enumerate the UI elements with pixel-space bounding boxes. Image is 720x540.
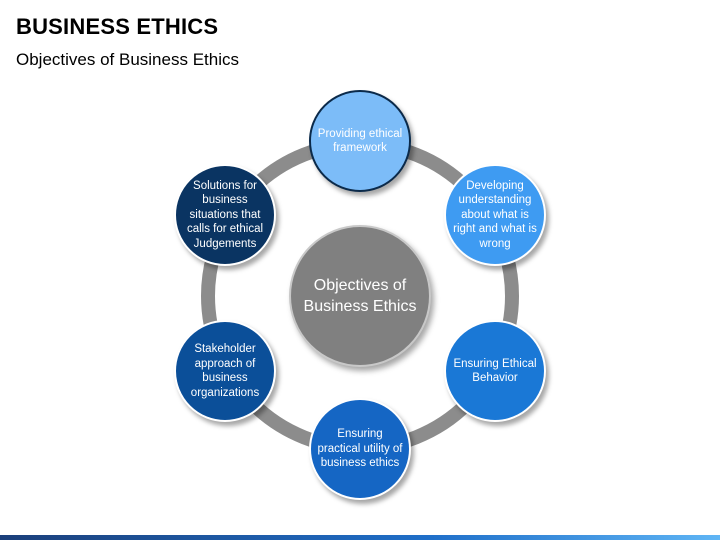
center-node: Objectives of Business Ethics — [289, 225, 431, 367]
center-node-label: Objectives of Business Ethics — [303, 277, 417, 315]
node-label: Ensuring Ethical Behavior — [453, 357, 537, 385]
page-title: BUSINESS ETHICS — [16, 14, 219, 39]
node-ensuring-practical-utility: Ensuring practical utility of business e… — [309, 398, 411, 500]
footer-bar — [0, 535, 720, 540]
node-label: Solutions for business situations that c… — [186, 179, 264, 250]
node-label: Developing understanding about what is r… — [453, 179, 537, 250]
node-developing-understanding: Developing understanding about what is r… — [444, 164, 546, 266]
node-label: Ensuring practical utility of business e… — [317, 428, 403, 470]
node-label: Stakeholder approach of business organiz… — [190, 343, 260, 399]
node-solutions-for-business: Solutions for business situations that c… — [174, 164, 276, 266]
node-providing-ethical-framework: Providing ethical framework — [309, 90, 411, 192]
node-label: Providing ethical framework — [317, 127, 403, 155]
page-subtitle: Objectives of Business Ethics — [16, 50, 239, 69]
node-ensuring-ethical-behavior: Ensuring Ethical Behavior — [444, 320, 546, 422]
node-stakeholder-approach: Stakeholder approach of business organiz… — [174, 320, 276, 422]
